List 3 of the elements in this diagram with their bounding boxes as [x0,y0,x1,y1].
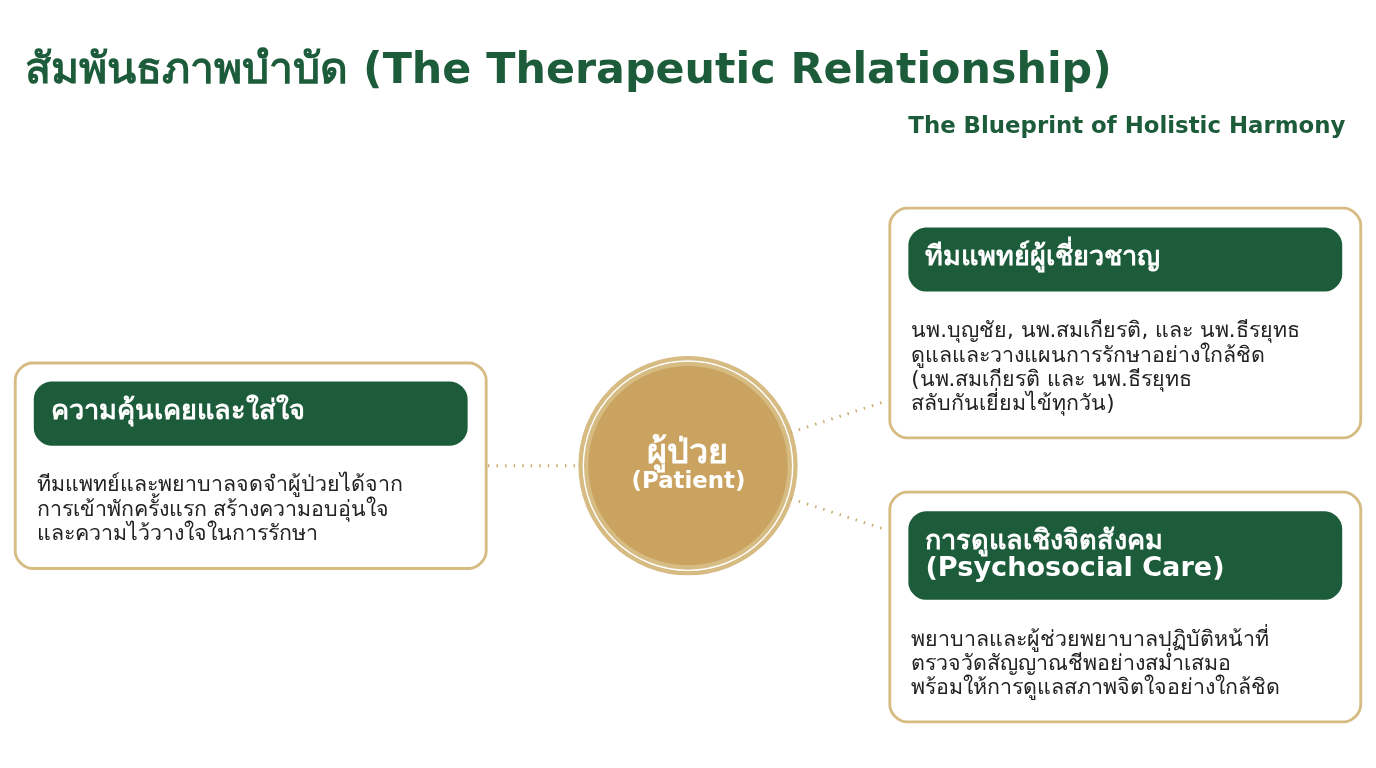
label: The Blueprint of Holistic Harmony [908,111,1346,138]
node-circle: ผู้ป่วย (Patient) [578,356,798,576]
diagram-title: สัมพันธภาพบำบัด (The Therapeutic Relationship) [25,43,1112,94]
